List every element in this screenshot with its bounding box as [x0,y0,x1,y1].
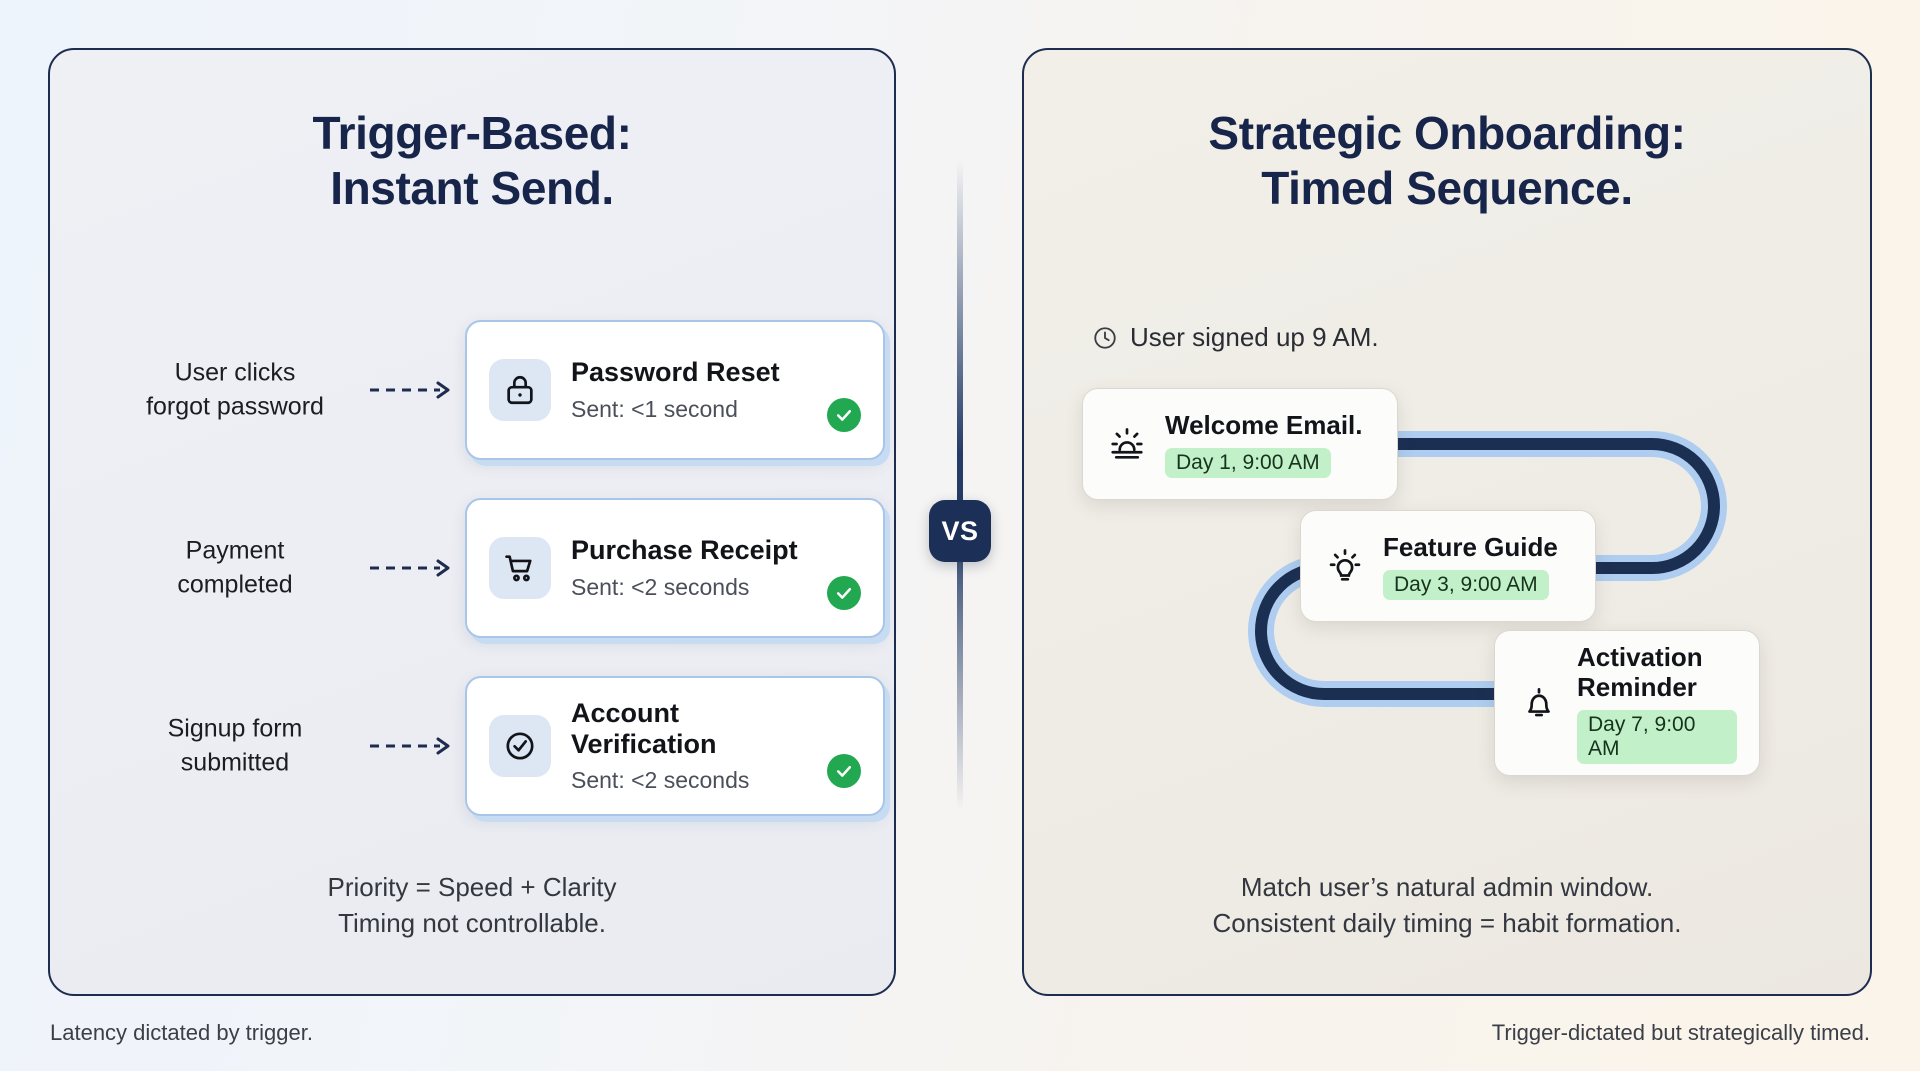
step-card-text: Activation Reminder Day 7, 9:00 AM [1561,642,1737,765]
sunrise-icon [1105,425,1149,463]
trigger-label-line-2: completed [177,570,293,598]
left-foot-line-1: Priority = Speed + Clarity [327,872,617,902]
trigger-row: Payment completed Purchase Receipt Sent:… [110,498,885,638]
step-card-title: Feature Guide [1383,531,1558,562]
right-foot-line-1: Match user’s natural admin window. [1240,872,1654,902]
signup-note-label: User signed up 9 AM. [1130,322,1379,352]
right-foot-line-2: Consistent daily timing = habit formatio… [1212,907,1682,938]
left-title-line-1: Trigger-Based: [312,107,632,159]
left-title-line-2: Instant Send. [330,162,614,215]
event-card[interactable]: Purchase Receipt Sent: <2 seconds [465,498,885,638]
left-caption: Latency dictated by trigger. [50,1020,313,1045]
right-panel-title: Strategic Onboarding: Timed Sequence. [1024,106,1870,216]
lock-icon [489,359,551,421]
event-card-subtitle: Sent: <2 seconds [571,573,750,600]
trigger-label: User clicks forgot password [110,357,360,424]
strategic-onboarding-panel: Strategic Onboarding: Timed Sequence. Us… [1022,48,1872,996]
step-card-title: Welcome Email. [1165,409,1363,440]
dashed-arrow-icon [370,381,450,399]
event-card-text: Account Verification Sent: <2 seconds [551,698,827,794]
event-card-title: Password Reset [571,357,780,388]
event-card[interactable]: Password Reset Sent: <1 second [465,320,885,460]
step-card-text: Feature Guide Day 3, 9:00 AM [1367,531,1558,601]
trigger-label-line-1: User clicks [174,358,296,387]
trigger-label-line-2: forgot password [146,392,324,420]
event-card-text: Password Reset Sent: <1 second [551,357,827,422]
sequence-step-card[interactable]: Welcome Email. Day 1, 9:00 AM [1082,388,1398,500]
trigger-label: Payment completed [110,535,360,602]
check-circle-icon [489,715,551,777]
sequence-step-card[interactable]: Feature Guide Day 3, 9:00 AM [1300,510,1596,622]
left-panel-footnote: Priority = Speed + Clarity Timing not co… [50,870,894,942]
bell-icon [1517,684,1561,722]
right-title-line-2: Timed Sequence. [1261,162,1633,215]
clock-icon [1094,326,1116,349]
event-card-title: Account Verification [571,697,717,759]
right-panel-footnote: Match user’s natural admin window. Consi… [1024,870,1870,942]
right-caption: Trigger-dictated but strategically timed… [1491,1020,1870,1045]
vs-badge: VS [929,500,991,562]
lightbulb-icon [1323,547,1367,585]
left-panel-title: Trigger-Based: Instant Send. [50,106,894,216]
step-card-badge: Day 7, 9:00 AM [1577,710,1737,765]
step-card-title: Activation Reminder [1577,641,1703,702]
sequence-step-card[interactable]: Activation Reminder Day 7, 9:00 AM [1494,630,1760,776]
trigger-label: Signup form submitted [110,713,360,780]
left-foot-line-2: Timing not controllable. [338,907,606,938]
event-card-subtitle: Sent: <1 second [571,395,738,422]
event-card-title: Purchase Receipt [571,535,798,566]
dashed-arrow-icon [370,737,450,755]
check-icon [827,398,861,432]
event-card-text: Purchase Receipt Sent: <2 seconds [551,535,827,600]
signup-time-note: User signed up 9 AM. [1092,322,1379,353]
step-card-badge: Day 3, 9:00 AM [1383,570,1549,601]
trigger-based-panel: Trigger-Based: Instant Send. User clicks… [48,48,896,996]
dashed-arrow-icon [370,559,450,577]
event-card-subtitle: Sent: <2 seconds [571,767,750,794]
divider-line [957,160,963,810]
right-title-line-1: Strategic Onboarding: [1208,107,1686,159]
trigger-label-line-2: submitted [180,748,290,776]
shopping-cart-icon [489,537,551,599]
trigger-label-line-1: Signup form [167,714,303,743]
event-card[interactable]: Account Verification Sent: <2 seconds [465,676,885,816]
trigger-row: Signup form submitted Account Verificati… [110,676,885,816]
check-icon [827,576,861,610]
trigger-row: User clicks forgot password Password Res… [110,320,885,460]
trigger-label-line-1: Payment [185,536,285,565]
step-card-badge: Day 1, 9:00 AM [1165,448,1331,479]
check-icon [827,754,861,788]
step-card-text: Welcome Email. Day 1, 9:00 AM [1149,409,1363,479]
